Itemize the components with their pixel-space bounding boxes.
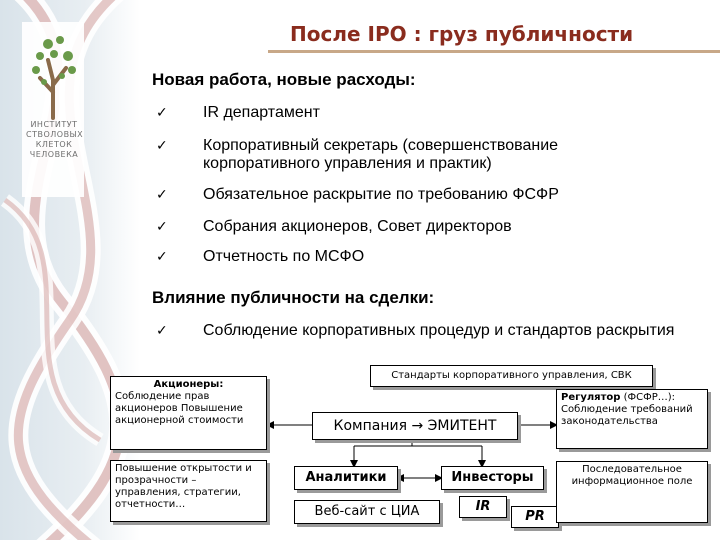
- checkmark-icon: ✓: [156, 138, 168, 154]
- logo-line: КЛЕТОК: [35, 140, 73, 149]
- logo-text: ИНСТИТУТ СТВОЛОВЫХ КЛЕТОК ЧЕЛОВЕКА: [26, 120, 84, 160]
- slide-title: После IPO : груз публичности: [290, 22, 634, 46]
- shareholders-body: Соблюдение прав акционеров Повышение акц…: [115, 391, 244, 426]
- transparency-box: Повышение открытости и прозрачности – уп…: [110, 460, 267, 522]
- bullet-item: IR департамент: [203, 104, 320, 121]
- sidebar-decoration: ИНСТИТУТ СТВОЛОВЫХ КЛЕТОК ЧЕЛОВЕКА: [0, 0, 140, 540]
- investors-box: Инвесторы: [441, 466, 544, 490]
- bullet-item: Собрания акционеров, Совет директоров: [203, 218, 512, 235]
- pr-box: PR: [511, 506, 559, 528]
- standards-box: Стандарты корпоративного управления, СВК: [370, 365, 653, 387]
- logo-line: СТВОЛОВЫХ: [26, 130, 84, 139]
- checkmark-icon: ✓: [156, 105, 168, 121]
- logo-line: ИНСТИТУТ: [30, 120, 78, 129]
- tree-logo-icon: [32, 36, 76, 120]
- bullet-item: Соблюдение корпоративных процедур и стан…: [203, 322, 675, 339]
- shareholders-box: Акционеры: Соблюдение прав акционеров По…: [110, 376, 267, 450]
- analysts-box: Аналитики: [294, 466, 398, 490]
- shareholders-title: Акционеры:: [153, 379, 224, 390]
- website-box: Веб-сайт с ЦИА: [294, 500, 440, 524]
- logo-line: ЧЕЛОВЕКА: [29, 150, 79, 159]
- regulator-box: Регулятор (ФСФР…): Соблюдение требований…: [556, 389, 708, 449]
- information-field-box: Последовательное информационное поле: [556, 461, 708, 523]
- checkmark-icon: ✓: [156, 219, 168, 235]
- section-heading-costs: Новая работа, новые расходы:: [152, 70, 416, 89]
- bullet-item: Обязательное раскрытие по требованию ФСФ…: [203, 186, 559, 203]
- regulator-body: (ФСФР…): Соблюдение требований законодат…: [561, 392, 693, 427]
- checkmark-icon: ✓: [156, 187, 168, 203]
- title-underline: [268, 50, 720, 53]
- checkmark-icon: ✓: [156, 249, 168, 265]
- ir-box: IR: [459, 496, 507, 518]
- bullet-item: Отчетность по МСФО: [203, 248, 365, 265]
- section-heading-deals: Влияние публичности на сделки:: [152, 288, 435, 307]
- regulator-title: Регулятор: [561, 392, 621, 403]
- checkmark-icon: ✓: [156, 323, 168, 339]
- bullet-item: Корпоративный секретарь (совершенствован…: [203, 137, 559, 172]
- company-issuer-box: Компания → ЭМИТЕНТ: [312, 412, 518, 440]
